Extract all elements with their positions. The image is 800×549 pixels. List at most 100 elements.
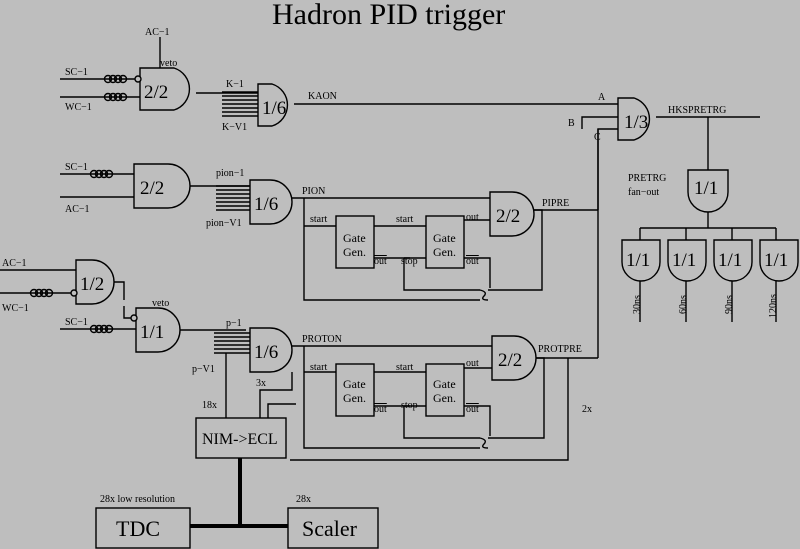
label-90ns: 90ns: [724, 295, 735, 314]
label-wc1-kaon: WC−1: [65, 102, 92, 113]
label-out-bar-proton-2: out: [466, 404, 479, 415]
and-gate-pipre: 2/2: [489, 191, 535, 237]
gate-label: 1/6: [254, 342, 278, 363]
coil-sc1-proton: [89, 324, 114, 334]
label-30ns: 30ns: [632, 295, 643, 314]
label-pion: PION: [302, 186, 325, 197]
and-gate-proton-majority: 1/6: [249, 327, 293, 373]
label-28x: 28x: [296, 494, 311, 505]
and-gate-delay-120ns: 1/1: [759, 239, 799, 282]
label-ac1-pion: AC−1: [65, 204, 90, 215]
label-kaon: KAON: [308, 91, 337, 102]
label-28x-low-res: 28x low resolution: [100, 494, 175, 505]
label-c: C: [594, 132, 601, 143]
label-sc1-kaon: SC−1: [65, 67, 88, 78]
gate-label: 1/1: [764, 250, 788, 271]
and-gate-delay-90ns: 1/1: [713, 239, 753, 282]
and-gate-kaon-majority: 1/6: [257, 83, 289, 127]
delay-coils: [29, 74, 128, 334]
and-gate-delay-30ns: 1/1: [621, 239, 661, 282]
label-veto-proton: veto: [152, 298, 169, 309]
gate-gen-text: Gate: [433, 377, 456, 391]
tdc-box: TDC: [95, 507, 191, 549]
label-pipre: PIPRE: [542, 198, 569, 209]
label-hkspretrg: HKSPRETRG: [668, 105, 726, 116]
gate-label: 1/6: [254, 194, 278, 215]
label-sc1-pion: SC−1: [65, 162, 88, 173]
and-gate-kaon-coinc: 2/2: [134, 67, 191, 111]
and-gate-protpre: 2/2: [491, 335, 537, 381]
nim-ecl-label: NIM->ECL: [202, 431, 278, 448]
label-wc1-proton: WC−1: [2, 303, 29, 314]
coil-wc1-kaon: [103, 92, 128, 102]
gate-label: 2/2: [496, 206, 520, 227]
label-start-pion-1: start: [310, 214, 327, 225]
and-gate-pion-majority: 1/6: [249, 179, 293, 225]
scaler-label: Scaler: [302, 516, 358, 541]
label-p1: p−1: [226, 318, 242, 329]
scaler-box: Scaler: [287, 507, 379, 549]
label-protpre: PROTPRE: [538, 344, 582, 355]
gate-label: 1/1: [140, 322, 164, 343]
label-out-bar-pion-1: out: [374, 256, 387, 267]
label-a: A: [598, 92, 606, 103]
label-pion1: pion−1: [216, 168, 244, 179]
label-start-proton-2: start: [396, 362, 413, 373]
gate-label: 2/2: [144, 82, 168, 103]
label-b: B: [568, 118, 575, 129]
gate-generator-pion-start: Gate Gen.: [335, 215, 375, 269]
gates: 2/2 1/6 1/3 1/1 1/1 1/1 1/1: [70, 67, 799, 381]
gate-label: 2/2: [498, 350, 522, 371]
label-ac1-kaon: AC−1: [145, 27, 170, 38]
gate-generator-pion-stop: Gate Gen.: [425, 215, 465, 269]
gate-gen-text: Gen.: [433, 391, 456, 405]
label-2x: 2x: [582, 404, 592, 415]
label-3x: 3x: [256, 378, 266, 389]
label-stop-pion: stop: [401, 256, 418, 267]
label-out-bar-pion-2: out: [466, 256, 479, 267]
label-start-pion-2: start: [396, 214, 413, 225]
gate-label: 1/6: [262, 98, 286, 119]
coil-wc1-proton: [29, 288, 54, 298]
and-gate-proton-veto: 1/2: [70, 259, 115, 305]
and-gate-hkspretrg: 1/3: [617, 97, 651, 141]
gate-gen-text: Gate: [343, 231, 366, 245]
coil-sc1-kaon: [103, 74, 128, 84]
label-60ns: 60ns: [678, 295, 689, 314]
nim-ecl-box: NIM->ECL: [195, 417, 287, 459]
label-stop-proton: stop: [401, 400, 418, 411]
and-gate-proton-sc: 1/1: [130, 307, 181, 353]
label-pionv1: pion−V1: [206, 218, 242, 229]
gate-label: 1/2: [80, 274, 104, 295]
label-kv1: K−V1: [222, 122, 247, 133]
and-gate-pretrg-fanout: 1/1: [687, 169, 729, 213]
label-proton: PROTON: [302, 334, 342, 345]
label-pv1: p−V1: [192, 364, 215, 375]
label-18x: 18x: [202, 400, 217, 411]
gate-label: 1/1: [672, 250, 696, 271]
label-veto-kaon: veto: [160, 58, 177, 69]
label-pretrg: PRETRG: [628, 173, 666, 184]
gate-gen-text: Gate: [433, 231, 456, 245]
label-ac1-proton: AC−1: [2, 258, 27, 269]
tdc-label: TDC: [116, 516, 160, 541]
label-out-pion: out: [466, 212, 479, 223]
label-out-proton: out: [466, 358, 479, 369]
label-120ns: 120ns: [768, 294, 779, 318]
gate-generator-proton-start: Gate Gen.: [335, 363, 375, 417]
diagram-title: Hadron PID trigger: [272, 0, 505, 31]
gate-gen-text: Gen.: [343, 245, 366, 259]
gate-gen-text: Gen.: [343, 391, 366, 405]
label-out-bar-proton-1: out: [374, 404, 387, 415]
gate-gen-text: Gen.: [433, 245, 456, 259]
label-k1: K−1: [226, 79, 244, 90]
gate-label: 1/1: [626, 250, 650, 271]
label-sc1-proton: SC−1: [65, 317, 88, 328]
and-gate-delay-60ns: 1/1: [667, 239, 707, 282]
gate-label: 1/1: [718, 250, 742, 271]
gate-gen-text: Gate: [343, 377, 366, 391]
gate-label: 2/2: [140, 178, 164, 199]
coil-sc1-pion: [89, 169, 114, 179]
and-gate-pion-coinc: 2/2: [133, 163, 191, 209]
